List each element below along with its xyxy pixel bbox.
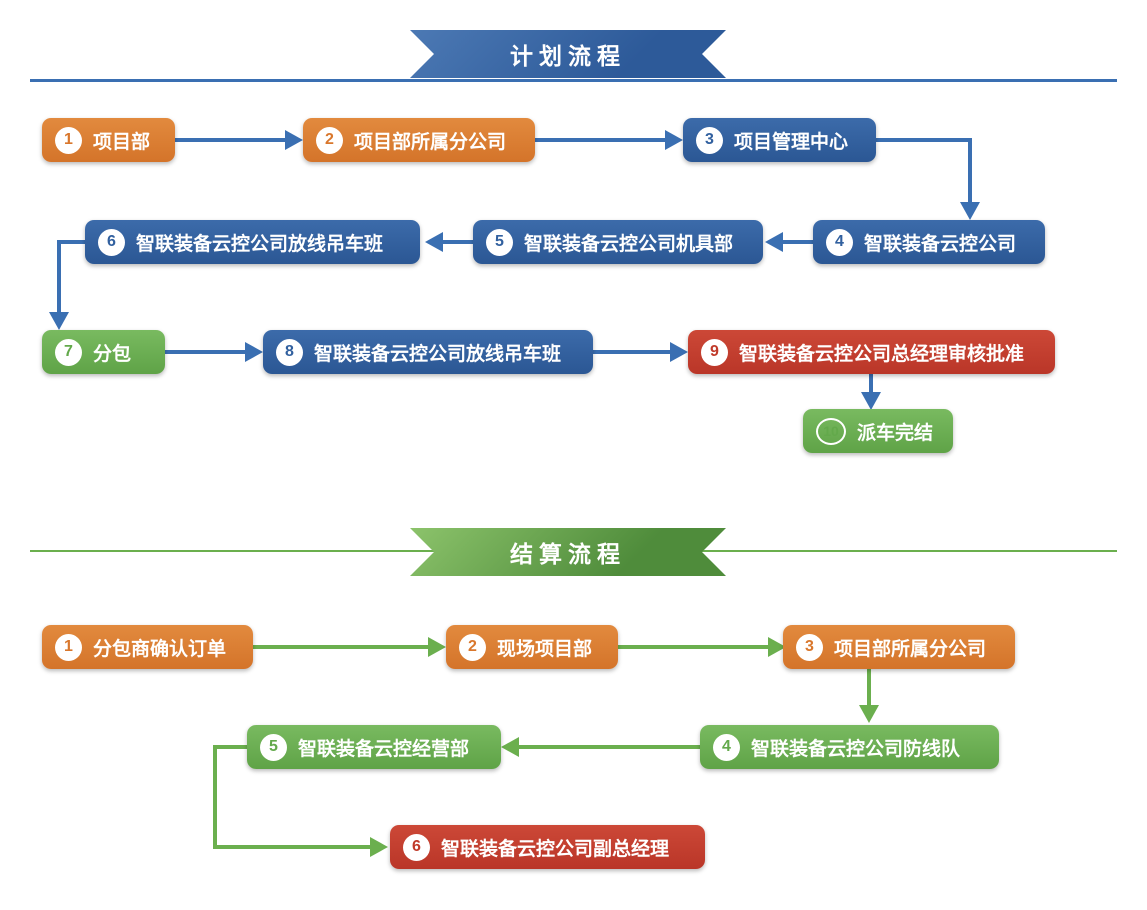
arrow-left-icon (425, 232, 443, 252)
settlement-node-3: 3 项目部所属分公司 (783, 625, 1015, 669)
step-number-badge: 6 (403, 833, 430, 861)
plan-node-1: 1 项目部 (42, 118, 175, 162)
settlement-node-2-label: 现场项目部 (497, 638, 593, 660)
arrow-line (213, 745, 217, 849)
step-number-badge: 3 (696, 126, 723, 154)
step-number-badge: 4 (713, 733, 740, 761)
plan-node-5-label: 智联装备云控公司机具部 (524, 233, 734, 255)
arrow-right-icon (370, 837, 388, 857)
arrow-line (519, 745, 700, 749)
step-number-badge: 5 (486, 228, 513, 256)
arrow-line (253, 645, 428, 649)
plan-divider-line (30, 79, 1117, 82)
settlement-node-4: 4 智联装备云控公司防线队 (700, 725, 999, 769)
step-number-badge: 2 (459, 633, 486, 661)
plan-node-8: 8 智联装备云控公司放线吊车班 (263, 330, 593, 374)
settlement-node-6: 6 智联装备云控公司副总经理 (390, 825, 705, 869)
arrow-down-icon (859, 705, 879, 723)
arrow-left-icon (501, 737, 519, 757)
plan-node-1-label: 项目部 (93, 131, 151, 153)
arrow-right-icon (428, 637, 446, 657)
plan-node-10-label: 派车完结 (857, 422, 934, 444)
plan-node-2: 2 项目部所属分公司 (303, 118, 535, 162)
step-number-badge: 9 (701, 338, 728, 366)
step-number-badge: 5 (260, 733, 287, 761)
settlement-node-1-label: 分包商确认订单 (93, 638, 227, 660)
settlement-banner-title: 结算流程 (510, 541, 626, 567)
arrow-right-icon (670, 342, 688, 362)
arrow-line (57, 240, 85, 244)
arrow-line (869, 374, 873, 392)
arrow-line (213, 745, 247, 749)
step-number-badge: 3 (796, 633, 823, 661)
step-number-badge: 6 (98, 228, 125, 256)
step-number-badge: 7 (55, 338, 82, 366)
arrow-line (213, 845, 370, 849)
plan-banner-title: 计划流程 (510, 43, 626, 69)
arrow-line (57, 240, 61, 312)
step-number-badge: 1 (55, 126, 82, 154)
settlement-node-3-label: 项目部所属分公司 (834, 638, 987, 660)
settlement-node-5-label: 智联装备云控经营部 (298, 738, 470, 760)
arrow-line (175, 138, 285, 142)
arrow-left-icon (765, 232, 783, 252)
step-number-badge: 10 (816, 417, 846, 445)
plan-node-10: 10 派车完结 (803, 409, 953, 453)
settlement-banner-ribbon: 结算流程 (410, 528, 726, 576)
plan-node-2-label: 项目部所属分公司 (354, 131, 507, 153)
settlement-node-6-label: 智联装备云控公司副总经理 (441, 838, 670, 860)
plan-node-5: 5 智联装备云控公司机具部 (473, 220, 763, 264)
arrow-line (876, 138, 972, 142)
plan-node-3-label: 项目管理中心 (734, 131, 849, 153)
settlement-node-2: 2 现场项目部 (446, 625, 618, 669)
arrow-down-icon (861, 392, 881, 410)
arrow-right-icon (665, 130, 683, 150)
step-number-badge: 2 (316, 126, 343, 154)
step-number-badge: 8 (276, 338, 303, 366)
arrow-right-icon (768, 637, 786, 657)
plan-node-4-label: 智联装备云控公司 (864, 233, 1017, 255)
arrow-down-icon (49, 312, 69, 330)
plan-node-9: 9 智联装备云控公司总经理审核批准 (688, 330, 1055, 374)
plan-banner-ribbon: 计划流程 (410, 30, 726, 78)
plan-node-6-label: 智联装备云控公司放线吊车班 (136, 233, 384, 255)
arrow-line (618, 645, 768, 649)
settlement-node-1: 1 分包商确认订单 (42, 625, 253, 669)
settlement-node-4-label: 智联装备云控公司防线队 (751, 738, 961, 760)
arrow-line (593, 350, 670, 354)
arrow-line (968, 138, 972, 202)
plan-node-7: 7 分包 (42, 330, 165, 374)
arrow-line (783, 240, 813, 244)
arrow-right-icon (285, 130, 303, 150)
arrow-line (535, 138, 665, 142)
arrow-down-icon (960, 202, 980, 220)
plan-node-9-label: 智联装备云控公司总经理审核批准 (739, 343, 1025, 365)
step-number-badge: 4 (826, 228, 853, 256)
plan-node-8-label: 智联装备云控公司放线吊车班 (314, 343, 562, 365)
arrow-line (443, 240, 473, 244)
settlement-node-5: 5 智联装备云控经营部 (247, 725, 501, 769)
plan-node-6: 6 智联装备云控公司放线吊车班 (85, 220, 420, 264)
plan-node-7-label: 分包 (93, 343, 132, 365)
arrow-line (867, 669, 871, 705)
arrow-right-icon (245, 342, 263, 362)
plan-node-3: 3 项目管理中心 (683, 118, 876, 162)
step-number-badge: 1 (55, 633, 82, 661)
arrow-line (165, 350, 245, 354)
plan-node-4: 4 智联装备云控公司 (813, 220, 1045, 264)
